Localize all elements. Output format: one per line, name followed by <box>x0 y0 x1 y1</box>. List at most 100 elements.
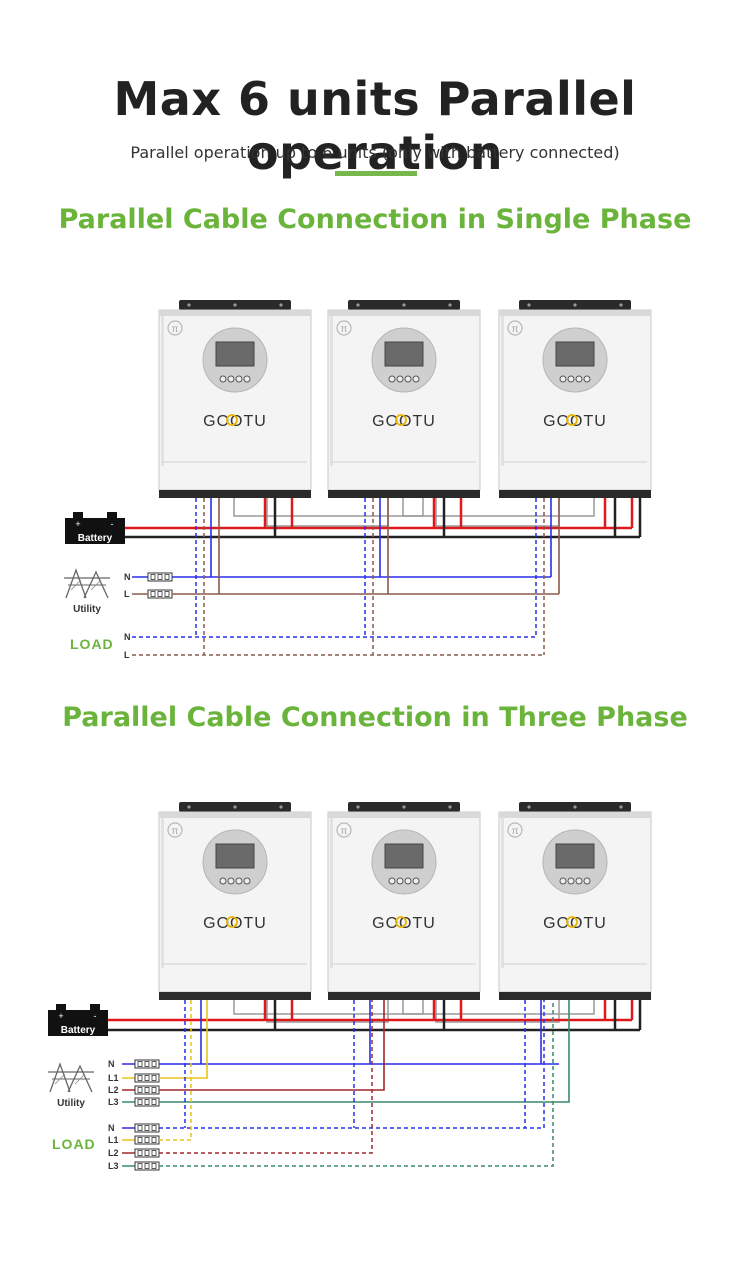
control-button <box>559 877 567 885</box>
tower-brace <box>70 579 82 591</box>
control-button <box>575 877 583 885</box>
terminal-block-icon <box>134 1135 160 1145</box>
terminal-slot <box>151 1137 157 1143</box>
control-button <box>567 375 575 383</box>
inverter-terminal-bar <box>328 490 480 498</box>
inverter-side-edge <box>330 316 333 466</box>
battery-label: Battery <box>61 1025 96 1036</box>
terminal-block-icon <box>134 1161 160 1171</box>
inverter-top-band <box>499 310 651 316</box>
heatsink-screw <box>527 303 531 307</box>
battery-positive-terminal <box>73 512 83 518</box>
pi-icon <box>336 822 352 838</box>
brand-accent <box>395 916 407 928</box>
utility-l2-wire <box>159 1000 385 1091</box>
lcd-display-icon <box>384 843 424 869</box>
terminal-block-icon <box>134 1085 160 1095</box>
heatsink-screw <box>573 303 577 307</box>
brand-accent <box>226 916 238 928</box>
control-button <box>388 877 396 885</box>
control-button <box>235 877 243 885</box>
control-button <box>404 375 412 383</box>
control-button <box>219 375 227 383</box>
load-label: LOAD <box>70 636 114 652</box>
three-phase-heading: Parallel Cable Connection in Three Phase <box>62 702 688 733</box>
terminal-block-icon <box>134 1123 160 1133</box>
terminal-slot <box>144 1099 150 1105</box>
load-l2-label: L2 <box>108 1148 119 1158</box>
terminal-slot <box>157 574 163 580</box>
brand-logo: GOOTU <box>203 915 267 932</box>
terminal-slot <box>144 1163 150 1169</box>
terminal-slot <box>137 1099 143 1105</box>
parallel-cable <box>233 1000 424 1015</box>
terminal-block-icon <box>134 1059 160 1069</box>
brand-logo: GOOTU <box>543 915 607 932</box>
battery-negative-terminal <box>90 1004 100 1010</box>
terminal-slot <box>144 1075 150 1081</box>
terminal-block-icon <box>147 572 173 582</box>
utility-label: Utility <box>73 604 101 615</box>
pi-icon-glyph: π <box>341 324 348 335</box>
tower-brace <box>90 579 102 591</box>
utility-label: Utility <box>57 1098 85 1109</box>
terminal-block-icon <box>134 1148 160 1158</box>
inverter-terminal-bar <box>159 992 311 1000</box>
terminal-slot <box>137 1075 143 1081</box>
control-button <box>567 877 575 885</box>
brand-logo: GOOTU <box>203 413 267 430</box>
terminal-block-icon <box>134 1073 160 1083</box>
terminal-slot <box>164 574 170 580</box>
brand-accent <box>395 414 407 426</box>
terminal-slot <box>151 1163 157 1169</box>
control-button <box>243 877 251 885</box>
heatsink-screw <box>619 303 623 307</box>
power-tower-icon: Utility <box>48 1062 94 1109</box>
load-n-label: N <box>124 632 131 642</box>
tower-brace <box>74 1073 86 1085</box>
battery-plus-label: + <box>75 519 80 529</box>
inverter-side-edge <box>501 316 504 466</box>
tower-frame <box>83 570 109 599</box>
inverter-top-band <box>499 812 651 818</box>
inverter-terminal-bar <box>159 490 311 498</box>
utility-l1-wire <box>159 1000 208 1079</box>
single-phase-diagram: πGOOTUπGOOTUπGOOTU+-BatteryUtilityNLLOAD… <box>64 300 652 660</box>
control-button <box>227 375 235 383</box>
lcd-display-icon <box>215 843 255 869</box>
lcd-display-icon <box>215 341 255 367</box>
heatsink-screw <box>233 805 237 809</box>
heatsink-screw <box>279 805 283 809</box>
heatsink-screw <box>402 805 406 809</box>
tower-frame <box>49 1062 71 1093</box>
inverter-side-edge <box>161 316 164 466</box>
parallel-cable <box>402 1000 595 1015</box>
terminal-block-icon <box>147 589 173 599</box>
control-button <box>404 877 412 885</box>
heatsink-screw <box>448 303 452 307</box>
terminal-slot <box>144 1137 150 1143</box>
load-label: LOAD <box>52 1136 96 1152</box>
terminal-slot <box>137 1163 143 1169</box>
control-button <box>396 877 404 885</box>
battery-body <box>65 518 125 544</box>
load-l3-wire <box>159 1000 554 1167</box>
brand-logo: GOOTU <box>543 413 607 430</box>
terminal-slot <box>150 591 156 597</box>
control-button <box>412 375 420 383</box>
utility-l1-label: L1 <box>108 1073 119 1083</box>
terminal-slot <box>151 1150 157 1156</box>
lcd-display-icon <box>555 843 595 869</box>
inverter-body <box>158 309 312 491</box>
terminal-slot <box>144 1125 150 1131</box>
battery-icon: +-Battery <box>48 1004 108 1036</box>
terminal-block-icon <box>134 1097 160 1107</box>
inverter-top-band <box>328 310 480 316</box>
title-divider <box>335 171 417 176</box>
terminal-slot <box>144 1087 150 1093</box>
battery-body <box>48 1010 108 1036</box>
battery-icon: +-Battery <box>65 512 125 544</box>
